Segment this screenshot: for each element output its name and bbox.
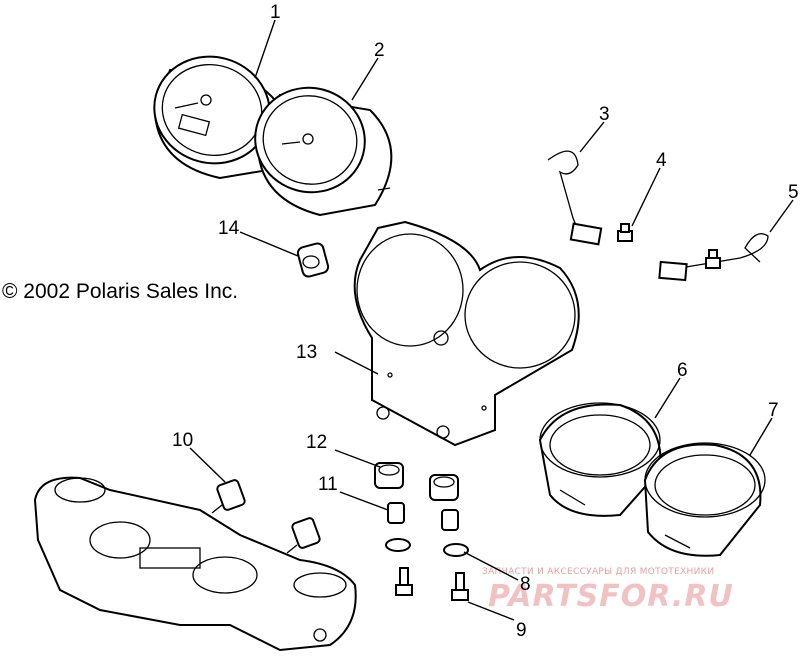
gauge-mount-bracket: [353, 220, 580, 447]
bracket-clip-right: [658, 233, 769, 282]
washer-pair: [385, 538, 469, 557]
gauge-bezel-ring-right: [643, 442, 766, 557]
rubber-grommet-pair: [374, 462, 459, 501]
watermark: ЗАПЧАСТИ И АКСЕССУАРЫ ДЛЯ МОТОТЕХНИКИ PA…: [482, 567, 734, 614]
callout-labels: 1 2 3 4 5 6 7 8 9 10 11 12 13 14: [172, 2, 799, 641]
nut-fastener: [617, 223, 633, 242]
bolt-pair: [395, 567, 469, 601]
callout-11: 11: [318, 474, 338, 495]
callout-7: 7: [768, 400, 779, 421]
grommet-bushing: [296, 242, 330, 278]
callout-1: 1: [270, 2, 281, 23]
callout-4: 4: [656, 150, 667, 171]
tachometer-gauge: [254, 86, 393, 217]
watermark-tagline: ЗАПЧАСТИ И АКСЕССУАРЫ ДЛЯ МОТОТЕХНИКИ: [482, 567, 714, 577]
callout-12: 12: [306, 432, 327, 453]
callout-5: 5: [788, 182, 799, 203]
callout-14: 14: [218, 218, 240, 239]
bracket-clip-left: [547, 150, 603, 246]
spacer-sleeve-pair: [387, 502, 459, 531]
copyright-notice: © 2002 Polaris Sales Inc.: [2, 280, 238, 303]
gauge-bezel-ring-left: [538, 402, 662, 517]
watermark-brand: PARTSFOR.RU: [488, 579, 734, 614]
callout-2: 2: [374, 40, 385, 61]
callout-3: 3: [599, 104, 610, 125]
callout-8: 8: [520, 574, 531, 595]
callout-9: 9: [516, 620, 527, 641]
callout-13: 13: [296, 342, 317, 363]
rubber-damper-studs: [211, 479, 321, 554]
callout-6: 6: [677, 360, 688, 381]
callout-10: 10: [172, 430, 193, 451]
callout-leaders: [189, 19, 794, 621]
triple-clamp: [33, 476, 357, 652]
